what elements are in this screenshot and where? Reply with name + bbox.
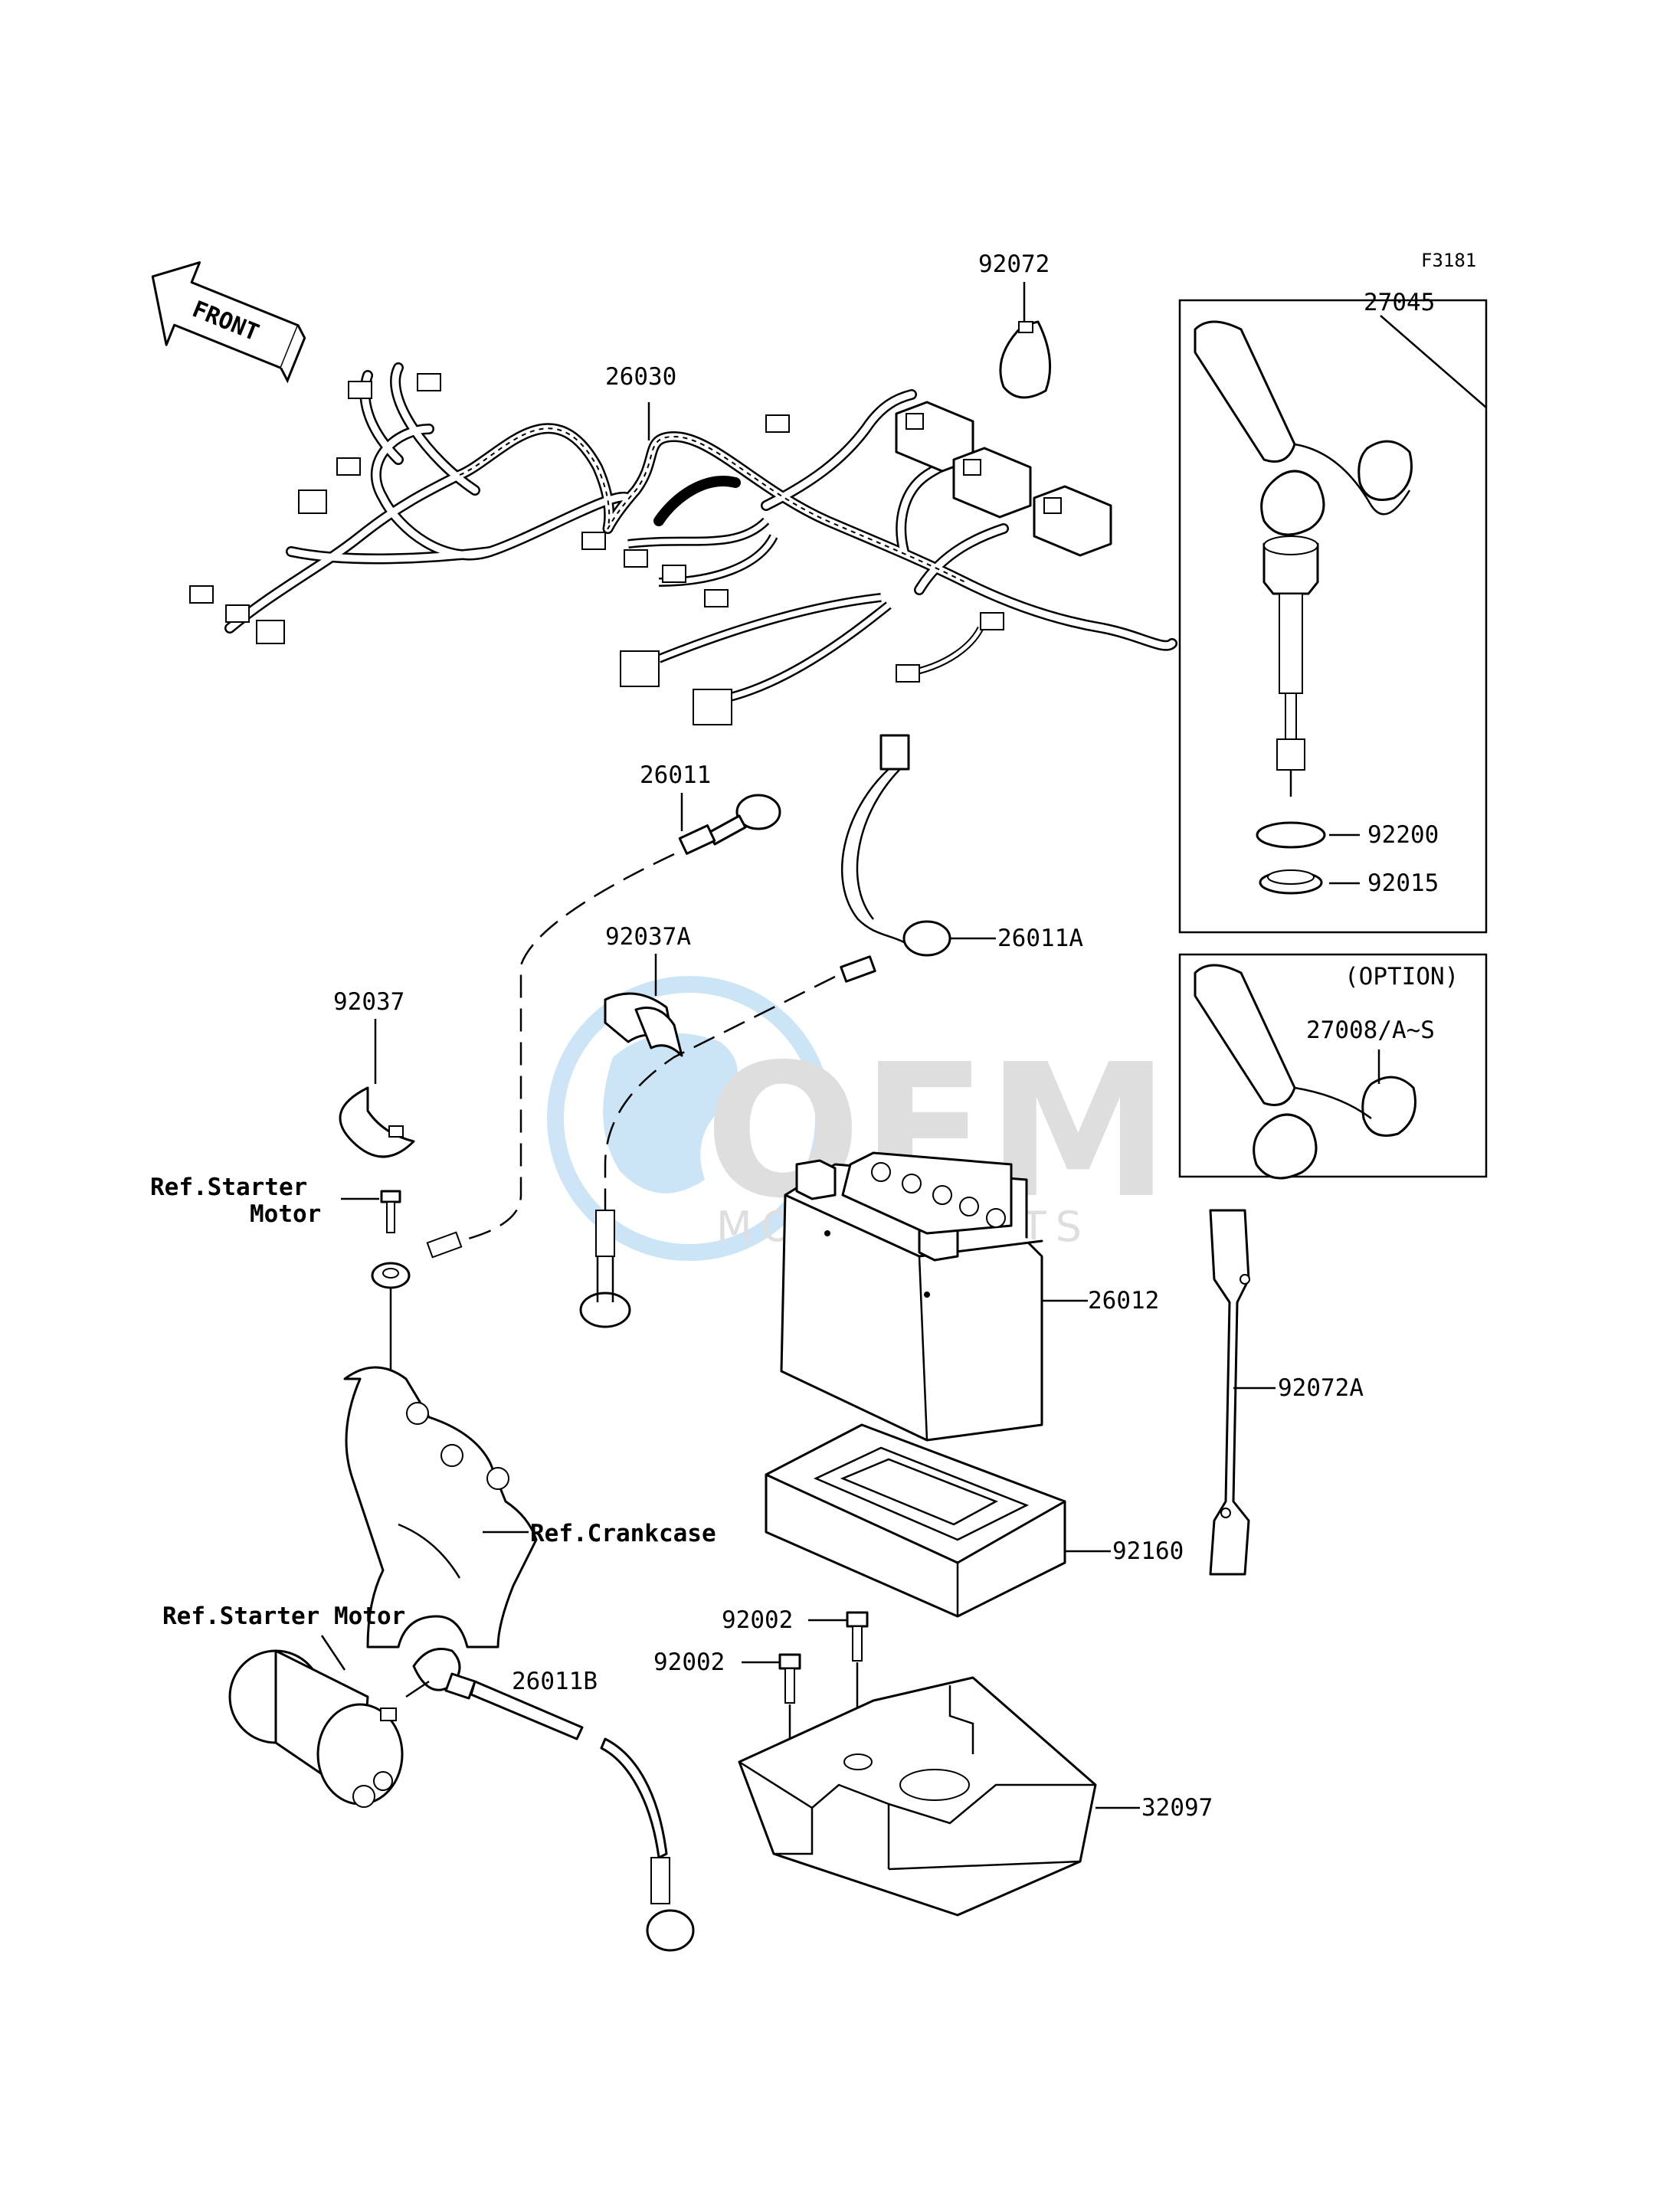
ref-crankcase: Ref.Crankcase (530, 1520, 716, 1547)
ignition-switch-27045 (1178, 299, 1488, 934)
callout-26030: 26030 (605, 363, 676, 391)
tray-92160 (765, 1423, 1111, 1618)
callout-26012: 26012 (1088, 1287, 1159, 1315)
band-92072A (1209, 1209, 1276, 1576)
callout-92160: 92160 (1112, 1537, 1184, 1565)
wiring-harness-26030 (189, 362, 1177, 725)
callout-92037A: 92037A (605, 923, 691, 951)
callout-92015: 92015 (1367, 869, 1439, 897)
starter-motor (228, 1635, 404, 1808)
battery-26012 (780, 1151, 1088, 1442)
callout-32097: 32097 (1141, 1794, 1213, 1822)
callout-27045: 27045 (1364, 289, 1435, 316)
battery-cable-26011A (579, 734, 996, 1328)
option-key-27008 (1178, 953, 1488, 1180)
callout-92072: 92072 (978, 250, 1050, 278)
option-label: (OPTION) (1344, 963, 1459, 990)
battery-case-32097 (738, 1676, 1140, 1917)
ref-starter-motor: Ref.Starter Motor (162, 1603, 405, 1630)
ref-starter-motor-bolt-line2: Motor (250, 1200, 321, 1228)
ref-starter-motor-bolt-line1: Ref.Starter (150, 1174, 307, 1201)
starter-bolt (341, 1190, 411, 1379)
clip-92037A (604, 954, 683, 1057)
callout-92072A: 92072A (1278, 1374, 1364, 1402)
callout-26011B: 26011B (512, 1668, 598, 1695)
crankcase (343, 1366, 538, 1649)
starter-cable-26011B (405, 1648, 695, 1952)
clamp-92072 (999, 282, 1052, 399)
front-arrow: FRONT (151, 261, 306, 384)
callout-92002-lower: 92002 (653, 1649, 725, 1676)
bolt-92002-upper (808, 1611, 869, 1777)
battery-cable-26011 (426, 793, 781, 1259)
callout-26011A: 26011A (997, 925, 1083, 952)
callout-92200: 92200 (1367, 821, 1439, 849)
figure-code: F3181 (1421, 250, 1476, 271)
callout-27008: 27008/A~S (1306, 1017, 1435, 1044)
strap-92037 (339, 1019, 415, 1158)
callout-92002-upper: 92002 (722, 1606, 793, 1634)
callout-26011: 26011 (640, 761, 711, 789)
callout-92037: 92037 (333, 988, 404, 1016)
